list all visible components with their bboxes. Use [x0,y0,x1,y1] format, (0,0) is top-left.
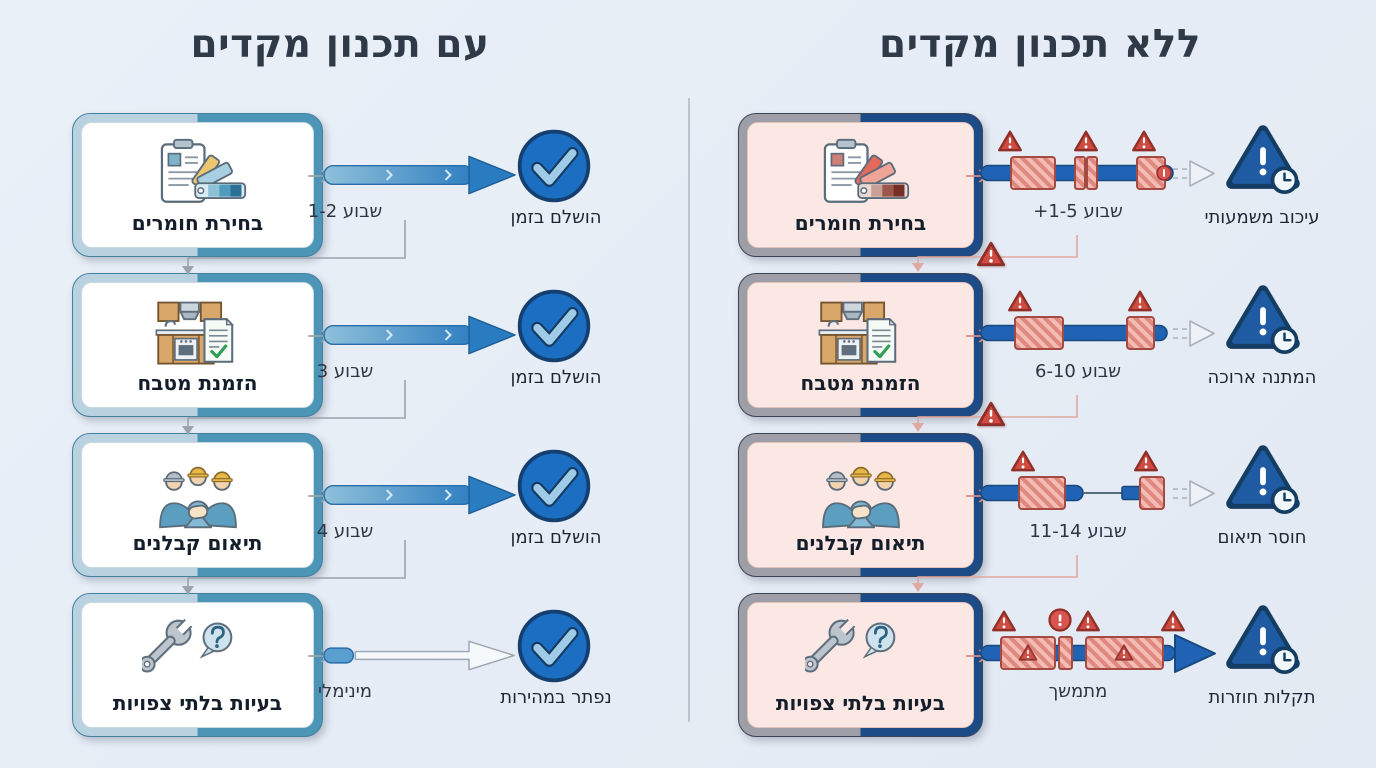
result-label: חוסר תיאום [1217,527,1307,548]
connector-arrow [182,220,406,275]
planned-step-row: בחירת חומרים שבוע 1-2 הושלם בזמן [0,113,1376,273]
connector-arrow [182,540,406,595]
kitchen-document-icon [805,297,917,371]
duration-label: מינימלי [318,681,372,702]
step-label: תיאום קבלנים [795,530,926,555]
warning-triangle-icon [976,240,1006,268]
step-card-kitchen: הזמנת מטבח [738,273,983,417]
duration-label: שבוע 1-5+ [1033,201,1123,222]
step-label: בחירת חומרים [131,210,264,235]
result-label: הושלם בזמן [510,367,602,388]
duration-label: שבוע 4 [316,521,374,542]
result-label: עיכוב משמעותי [1204,207,1320,228]
warning-triangle-icon [1131,130,1157,152]
warning-triangle-icon [1007,290,1033,312]
duration-label: שבוע 11-14 [1029,521,1127,542]
planned-step-row: בעיות בלתי צפויות מינימלי נפתר במהירות [0,593,1376,753]
warning-clock-icon [1220,281,1306,363]
step-label: בחירת חומרים [794,210,927,235]
step-label: תיאום קבלנים [132,530,263,555]
planned-step-row: הזמנת מטבח שבוע 3 הושלם בזמן [0,273,1376,433]
delay-timeline [980,608,1216,673]
duration-label: שבוע 3 [316,361,374,382]
warning-triangle-icon [991,610,1017,632]
warning-triangle-icon [1133,450,1159,472]
clipboard-swatches-icon [805,137,917,211]
delay-timeline [980,450,1215,510]
warning-triangle-icon [1010,450,1036,472]
without-planning-title: ללא תכנון מקדים [879,22,1201,67]
step-label: בעיות בלתי צפויות [775,690,946,715]
result-label: המתנה ארוכה [1207,367,1317,388]
step-card-contractors: תיאום קבלנים [738,433,983,577]
planned-step-row: תיאום קבלנים שבוע 4 הושלם בזמן [0,433,1376,593]
warning-triangle-icon [1160,610,1186,632]
step-card-kitchen: הזמנת מטבח [72,273,323,417]
delay-timeline [980,290,1215,350]
delay-timeline [980,130,1215,190]
connector-arrow [182,380,406,435]
step-card-materials: בחירת חומרים [738,113,983,257]
warning-triangle-icon [997,130,1023,152]
result-label: תקלות חוזרות [1208,687,1316,708]
step-label: הזמנת מטבח [137,370,258,395]
duration-label: מתמשך [1048,681,1108,702]
unplanned-step-row: בעיות בלתי צפויות מתמשך תקלות חוזרות [0,593,1376,753]
warning-triangle-icon [1075,610,1101,632]
result-label: נפתר במהירות [500,687,612,708]
with-planning-title: עם תכנון מקדים [190,22,490,67]
column-divider [688,98,690,722]
duration-label: שבוע 6-10 [1035,361,1121,382]
result-label: הושלם בזמן [510,207,602,228]
step-label: בעיות בלתי צפויות [112,690,283,715]
contractors-handshake-icon [805,457,917,531]
warning-clock-icon [1220,601,1306,683]
unplanned-step-row: הזמנת מטבח שבוע 6-10 המתנה ארוכה [0,273,1376,433]
step-card-problems: בעיות בלתי צפויות [738,593,983,737]
wrench-question-icon [805,617,917,691]
connector-arrow [912,555,1078,592]
duration-label: שבוע 1-2 [307,201,383,222]
warning-triangle-icon [1073,130,1099,152]
warning-triangle-icon [1127,290,1153,312]
step-card-contractors: תיאום קבלנים [72,433,323,577]
warning-clock-icon [1220,121,1306,203]
unplanned-step-row: תיאום קבלנים שבוע 11-14 חוסר תיאום [0,433,1376,593]
warning-triangle-icon [976,400,1006,428]
step-card-problems: בעיות בלתי צפויות [72,593,323,737]
step-card-materials: בחירת חומרים [72,113,323,257]
warning-clock-icon [1220,441,1306,523]
result-label: הושלם בזמן [510,527,602,548]
unplanned-step-row: בחירת חומרים שבוע 1-5+ עיכוב משמעותי [0,113,1376,273]
step-label: הזמנת מטבח [800,370,921,395]
